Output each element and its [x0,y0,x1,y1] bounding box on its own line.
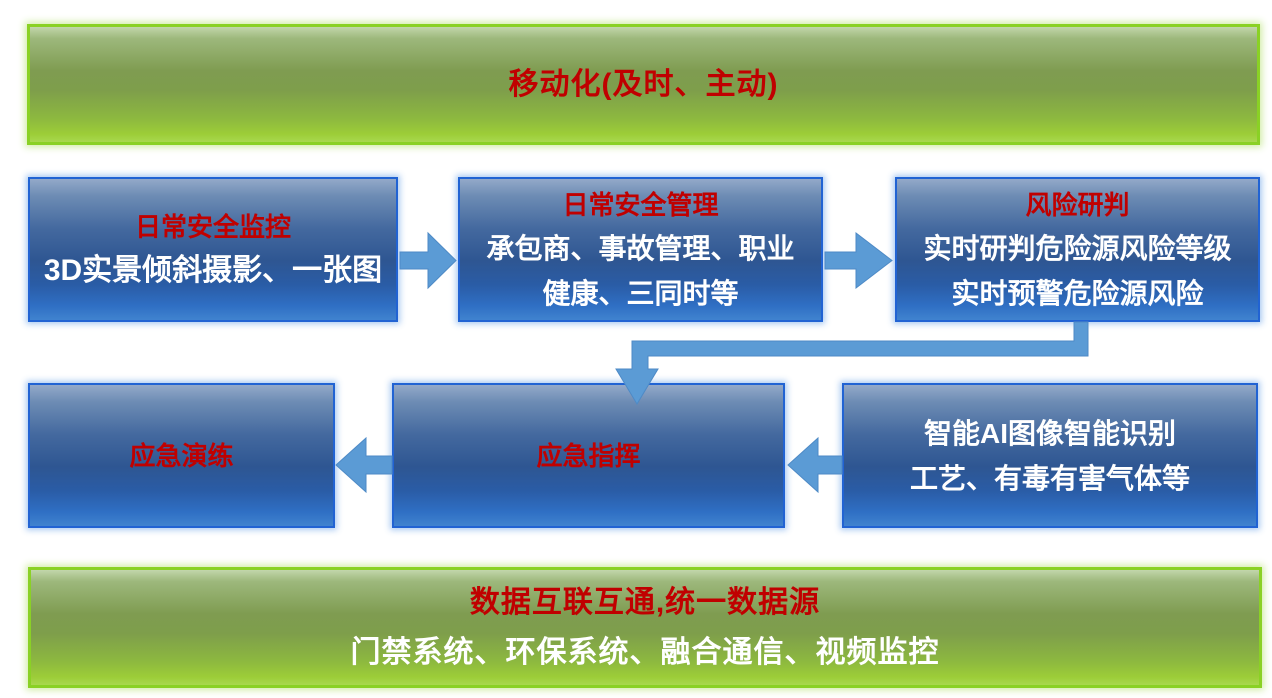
box-emergency-drill: 应急演练 [28,383,335,528]
box-title: 日常安全管理 [562,189,719,220]
box-line: 智能AI图像智能识别 [923,417,1176,449]
bottom-banner-title: 数据互联互通,统一数据源 [469,585,821,619]
arrow-left-2-icon [335,436,393,494]
box-ai-image-recognition: 智能AI图像智能识别 工艺、有毒有害气体等 [842,383,1258,528]
box-line: 承包商、事故管理、职业 [486,232,795,264]
box-line: 工艺、有毒有害气体等 [909,462,1190,494]
box-title: 风险研判 [1025,189,1130,220]
box-line: 3D实景倾斜摄影、一张图 [43,254,383,287]
box-line: 实时预警危险源风险 [951,277,1204,309]
top-banner: 移动化(及时、主动) [27,24,1260,145]
arrow-left-1-icon [787,436,843,494]
box-risk-assessment: 风险研判 实时研判危险源风险等级 实时预警危险源风险 [895,177,1260,322]
box-emergency-command: 应急指挥 [392,383,785,528]
box-daily-safety-management: 日常安全管理 承包商、事故管理、职业 健康、三同时等 [458,177,823,322]
bottom-banner: 数据互联互通,统一数据源 门禁系统、环保系统、融合通信、视频监控 [28,567,1262,688]
box-line: 实时研判危险源风险等级 [923,232,1232,264]
arrow-right-2-icon [824,231,893,290]
bottom-banner-subtitle: 门禁系统、环保系统、融合通信、视频监控 [350,635,940,669]
box-line: 健康、三同时等 [542,277,739,309]
arrow-right-1-icon [399,231,457,290]
box-title: 应急演练 [129,440,234,471]
box-daily-safety-monitoring: 日常安全监控 3D实景倾斜摄影、一张图 [28,177,398,322]
box-title: 日常安全监控 [134,212,291,242]
top-banner-title: 移动化(及时、主动) [508,67,779,101]
box-title: 应急指挥 [536,440,641,471]
